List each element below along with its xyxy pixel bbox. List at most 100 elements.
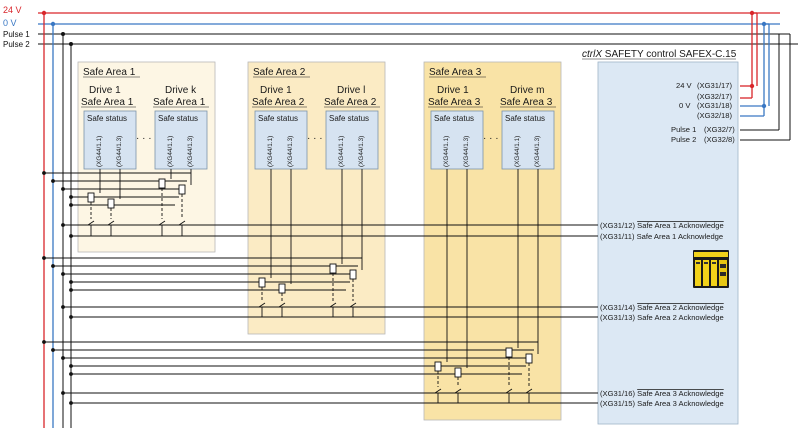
- g1-ack-top-junction: [61, 305, 65, 309]
- controller-model: SAFETY control SAFEX-C.15: [602, 49, 737, 60]
- drive-1-a2-pin-b: (XG44/1.3): [287, 136, 294, 167]
- ctl-0v-pin1: (XG31/18): [697, 101, 733, 110]
- ack-pin-1: (XG31/11): [600, 232, 637, 241]
- junction-24v-left: [41, 10, 47, 16]
- g0-d0-p1-relay: [107, 198, 115, 209]
- drive-1-a3-label: Drive 1: [437, 85, 469, 96]
- g2-row4-junction: [69, 372, 73, 376]
- g1-row1-junction: [51, 264, 55, 268]
- g1-ack-bot-junction: [69, 315, 73, 319]
- g2-d0-p0-relay: [434, 361, 442, 372]
- g0-row2-junction: [61, 187, 65, 191]
- ack-pin-2: (XG31/14): [600, 303, 637, 312]
- g1-d0-p0-relay: [258, 277, 266, 288]
- g0-d1-p0-relay: [158, 178, 166, 189]
- drive-1-a3-area: Safe Area 3: [428, 97, 481, 108]
- g2-d1-p1-relay: [525, 353, 533, 364]
- drive-1-a3-status-box: [430, 110, 484, 170]
- g0-row1-junction: [51, 179, 55, 183]
- junction-24v-mid: [749, 83, 755, 89]
- ctl-pulse2-label: Pulse 2: [671, 135, 696, 144]
- g2-d0-p1-relay: [454, 367, 462, 378]
- g0-row0-junction: [42, 171, 46, 175]
- safe-area-1-title: Safe Area 1: [83, 67, 136, 78]
- ctl-24v-pin1: (XG31/17): [697, 81, 733, 90]
- drive-k-a1-pin-a: (XG44/1.1): [167, 136, 174, 167]
- ack-label-4: (XG31/16) Safe Area 3 Acknowledge: [600, 389, 724, 398]
- junction-0v-left: [50, 21, 56, 27]
- drive-1-a1-status: Safe status: [87, 114, 127, 123]
- drive-k-a1-status: Safe status: [158, 114, 198, 123]
- controller-title: ctrlX SAFETY control SAFEX-C.15: [582, 49, 737, 60]
- g1-d0-p0-contact-blade: [258, 302, 266, 308]
- g1-row4-junction: [69, 288, 73, 292]
- ctl-pulse1-label: Pulse 1: [671, 125, 696, 134]
- drive-m-a3-status: Safe status: [505, 114, 545, 123]
- drive-1-a1-label: Drive 1: [89, 85, 121, 96]
- ack-text-1: Safe Area 1 Acknowledge: [637, 232, 724, 241]
- drive-l-a2-status: Safe status: [329, 114, 369, 123]
- ack-text-3: Safe Area 2 Acknowledge: [637, 313, 724, 322]
- drive-1-a1-pin-b: (XG44/1.3): [116, 136, 123, 167]
- drive-m-a3-pin-a: (XG44/1.1): [514, 136, 521, 167]
- rail-label-0v: 0 V: [3, 18, 17, 28]
- drive-m-a3-area: Safe Area 3: [500, 97, 553, 108]
- controller-panel: [597, 61, 739, 425]
- rail-label-pulse1: Pulse 1: [3, 30, 30, 39]
- g0-d0-p0-contact-blade: [87, 220, 95, 226]
- ack-label-0: (XG31/12) Safe Area 1 Acknowledge: [600, 221, 724, 230]
- g1-d0-p1-relay: [278, 283, 286, 294]
- drive-k-a1-status-box: [154, 110, 208, 170]
- g1-d1-p0-contact-blade: [329, 302, 337, 308]
- ack-text-4: Safe Area 3 Acknowledge: [637, 389, 724, 398]
- ack-label-5: (XG31/15) Safe Area 3 Acknowledge: [600, 399, 724, 408]
- g0-ack-top-junction: [61, 223, 65, 227]
- ctl-pulse2-pin: (XG32/8): [704, 135, 735, 144]
- g0-d0-p0-relay: [87, 192, 95, 203]
- drive-l-a2-pin-b: (XG44/1.3): [358, 136, 365, 167]
- controller-brand: ctrlX: [582, 49, 602, 60]
- drive-1-a3-pin-a: (XG44/1.1): [443, 136, 450, 167]
- drive-m-a3-label: Drive m: [510, 85, 544, 96]
- drive-1-a3-pin-b: (XG44/1.3): [463, 136, 470, 167]
- g2-d0-p0-contact-blade: [434, 388, 442, 394]
- ack-pin-5: (XG31/15): [600, 399, 637, 408]
- junction-pulse2-left: [69, 42, 73, 46]
- ctl-24v-pin2: (XG32/17): [697, 92, 733, 101]
- drive-1-a2-status-box: [254, 110, 308, 170]
- safe-area-1: Safe Area 1 Drive 1 Safe Area 1 Safe sta…: [81, 67, 209, 170]
- drive-1-a1-area: Safe Area 1: [81, 97, 134, 108]
- wiring: [42, 169, 598, 405]
- g0-d1-p0-contact-blade: [158, 220, 166, 226]
- rail-label-24v: 24 V: [3, 5, 22, 15]
- junction-24v-right: [749, 10, 755, 16]
- g2-row2-junction: [61, 356, 65, 360]
- g0-d1-p1-contact-blade: [178, 220, 186, 226]
- drive-l-a2-label: Drive l: [337, 85, 365, 96]
- ack-label-3: (XG31/13) Safe Area 2 Acknowledge: [600, 313, 724, 322]
- g1-d1-p1-contact-blade: [349, 302, 357, 308]
- g2-row0-junction: [42, 340, 46, 344]
- drive-k-a1-pin-b: (XG44/1.3): [187, 136, 194, 167]
- drive-k-a1-area: Safe Area 1: [153, 97, 206, 108]
- safe-area-3-ellipsis: · · ·: [483, 133, 499, 144]
- safe-area-3-title: Safe Area 3: [429, 67, 482, 78]
- g1-row0-junction: [42, 256, 46, 260]
- rail-label-pulse2: Pulse 2: [3, 40, 30, 49]
- safe-area-2-ellipsis: · · ·: [307, 133, 323, 144]
- drive-1-a2-pin-a: (XG44/1.1): [267, 136, 274, 167]
- drive-l-a2-status-box: [325, 110, 379, 170]
- g1-d0-p1-contact-blade: [278, 302, 286, 308]
- drive-l-a2-area: Safe Area 2: [324, 97, 377, 108]
- g2-d1-p0-relay: [505, 347, 513, 358]
- ack-pin-4: (XG31/16): [600, 389, 637, 398]
- g2-ack-bot-junction: [69, 401, 73, 405]
- ack-label-1: (XG31/11) Safe Area 1 Acknowledge: [600, 232, 723, 241]
- controller: ctrlX SAFETY control SAFEX-C.15 24 V (XG…: [582, 49, 737, 408]
- drive-1-a2-status: Safe status: [258, 114, 298, 123]
- g0-d0-p1-contact-blade: [107, 220, 115, 226]
- drive-1-a2-area: Safe Area 2: [252, 97, 305, 108]
- g1-row3-junction: [69, 280, 73, 284]
- ack-pin-0: (XG31/12): [600, 221, 637, 230]
